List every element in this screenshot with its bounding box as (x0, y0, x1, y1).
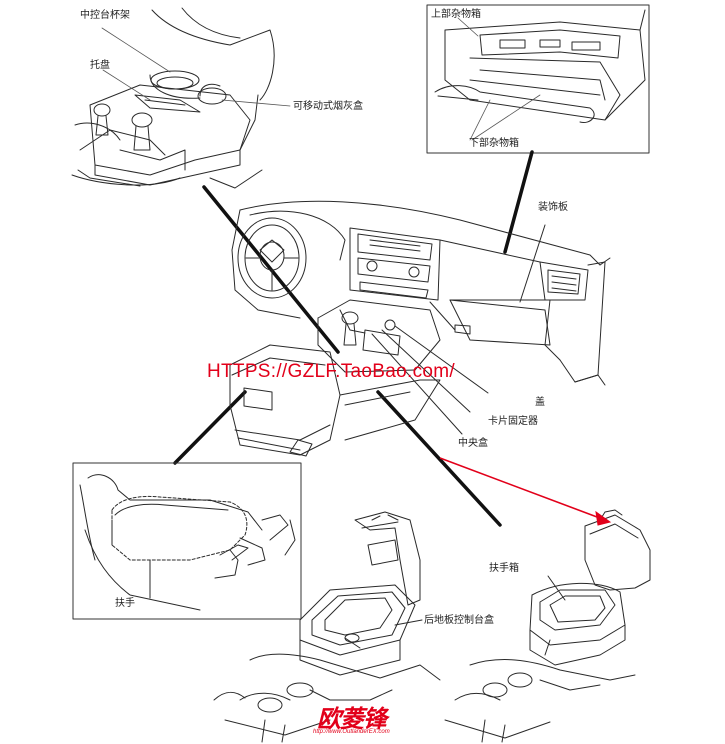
label-removable-ashtray: 可移动式烟灰盒 (293, 101, 363, 112)
brand-url: http://www.OutlanderEX.com (313, 729, 390, 735)
label-armrest: 扶手 (115, 598, 135, 609)
watermark-url: HTTPS://GZLF.TaoBao.com/ (207, 361, 455, 382)
label-lid: 盖 (535, 397, 545, 408)
label-rear-floor-console-box: 后地板控制台盒 (424, 615, 494, 626)
inset-armrest-drawing (72, 462, 302, 620)
inset-glove-box-drawing (426, 4, 650, 154)
label-armrest-box: 扶手箱 (489, 563, 519, 574)
inset-cup-holder-drawing (71, 7, 275, 189)
label-upper-glove-box: 上部杂物箱 (431, 9, 481, 20)
brand-logo: 欧菱锋 http://www.OutlanderEX.com (313, 699, 423, 735)
rear-console-box-drawing (213, 511, 441, 743)
dashboard-drawing (229, 200, 611, 457)
label-clip-retainer: 卡片固定器 (488, 416, 538, 427)
label-center-box: 中央盒 (458, 438, 488, 449)
armrest-box-drawing (444, 509, 651, 743)
label-console-cup-holder: 中控台杯架 (80, 10, 130, 21)
highlight-arrow (439, 457, 612, 526)
brand-logo-text: 欧菱锋 (317, 705, 387, 733)
label-lower-glove-box: 下部杂物箱 (469, 138, 519, 149)
label-tray: 托盘 (90, 60, 110, 71)
label-trim-panel: 装饰板 (538, 202, 568, 213)
label-leader-lines (101, 17, 541, 141)
callout-pointer-lines (173, 150, 534, 527)
